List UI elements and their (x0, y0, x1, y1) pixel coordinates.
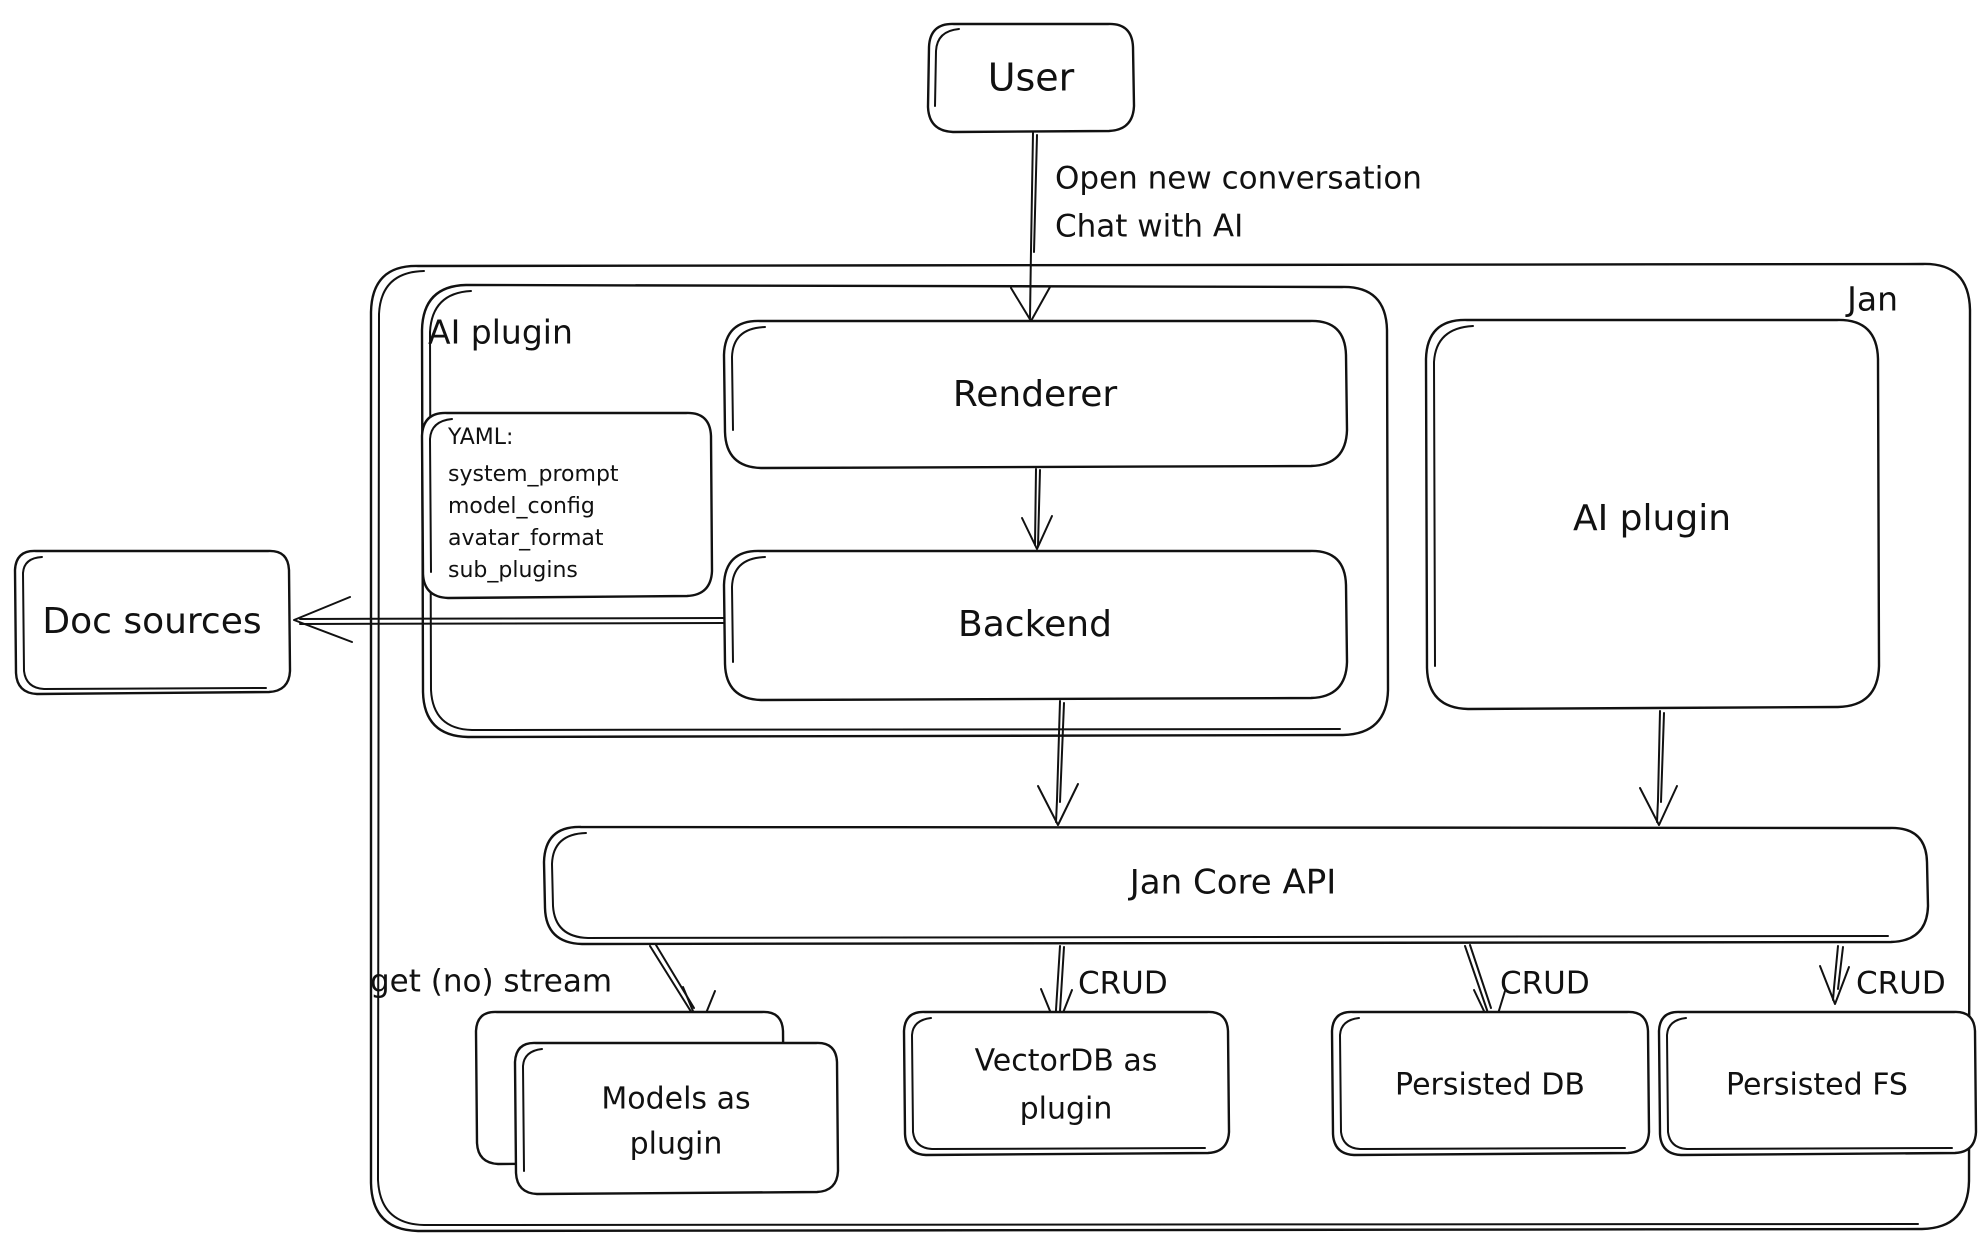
node-vectordb-plugin[interactable]: VectorDB as plugin (902, 1010, 1231, 1157)
node-jan-core-api-label: Jan Core API (1128, 863, 1337, 903)
edge-label-core-vectordb: CRUD (1078, 966, 1168, 1002)
node-renderer[interactable]: Renderer (722, 319, 1349, 470)
edge-core-to-vectordb: CRUD (1040, 945, 1168, 1029)
node-ai-plugin-right[interactable]: AI plugin (1424, 318, 1881, 711)
node-persisted-db[interactable]: Persisted DB (1330, 1010, 1651, 1157)
yaml-note-line-1: model_config (448, 494, 595, 519)
node-persisted-db-label: Persisted DB (1395, 1068, 1585, 1103)
edge-ai-plugin-to-core (1639, 710, 1678, 826)
yaml-note-line-2: avatar_format (448, 526, 604, 551)
node-models-plugin-label-line1: Models as (601, 1082, 750, 1117)
container-jan-label: Jan (1845, 280, 1898, 319)
node-vectordb-plugin-label-line1: VectorDB as (975, 1044, 1158, 1079)
node-user-label: User (988, 56, 1075, 100)
node-ai-plugin-right-label: AI plugin (1573, 498, 1731, 539)
yaml-note-line-3: sub_plugins (448, 558, 578, 583)
node-models-plugin[interactable]: Models as plugin (474, 1010, 840, 1196)
node-models-plugin-label-line2: plugin (630, 1127, 723, 1162)
edge-label-core-persisted-db: CRUD (1500, 966, 1590, 1002)
node-vectordb-plugin-label-line2: plugin (1020, 1092, 1113, 1127)
container-jan: Jan (369, 262, 1972, 1233)
container-ai-plugin-group-label: AI plugin (428, 313, 573, 352)
node-user[interactable]: User (926, 22, 1136, 134)
edge-label-core-persisted-fs: CRUD (1856, 966, 1946, 1002)
edge-backend-to-core (1037, 700, 1079, 826)
node-renderer-label: Renderer (953, 374, 1118, 415)
node-persisted-fs[interactable]: Persisted FS (1657, 1010, 1978, 1157)
edge-label-core-models: get (no) stream (370, 964, 612, 1000)
node-persisted-fs-label: Persisted FS (1726, 1068, 1908, 1103)
yaml-config-note: YAML: system_prompt model_config avatar_… (420, 411, 714, 600)
node-backend-label: Backend (958, 604, 1112, 645)
edge-user-to-renderer: Open new conversation Chat with AI (1010, 132, 1422, 322)
node-backend[interactable]: Backend (722, 549, 1349, 702)
edge-core-to-persisted-fs: CRUD (1819, 945, 1946, 1005)
container-ai-plugin-group: AI plugin (420, 283, 1390, 739)
node-jan-core-api[interactable]: Jan Core API (542, 825, 1930, 946)
edge-renderer-to-backend (1021, 468, 1053, 550)
yaml-note-line-0: system_prompt (448, 462, 619, 487)
yaml-note-header: YAML: (447, 425, 513, 450)
edge-label-user-renderer-line1: Open new conversation (1055, 161, 1422, 197)
edge-backend-to-doc-sources (293, 596, 725, 643)
node-doc-sources-label: Doc sources (42, 601, 261, 642)
node-doc-sources[interactable]: Doc sources (13, 549, 292, 696)
edge-label-user-renderer-line2: Chat with AI (1055, 209, 1243, 245)
